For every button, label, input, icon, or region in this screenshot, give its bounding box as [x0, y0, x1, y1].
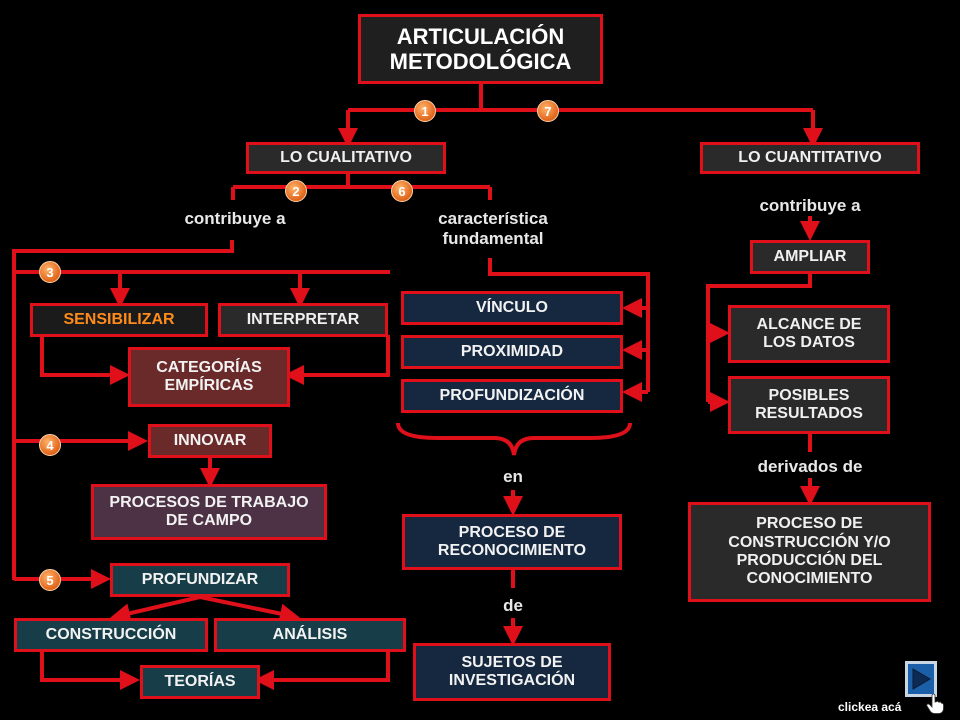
box-profundizacion: PROFUNDIZACIÓN	[401, 379, 623, 413]
box-procesos-campo: PROCESOS DE TRABAJO DE CAMPO	[91, 484, 327, 540]
label-contribuye-right: contribuye a	[759, 196, 861, 215]
box-innovar: INNOVAR	[148, 424, 272, 458]
label-en: en	[503, 467, 523, 486]
box-categorias: CATEGORÍAS EMPÍRICAS	[128, 347, 290, 407]
next-button-icon	[912, 668, 931, 690]
label-de: de	[503, 596, 523, 615]
clickea-label[interactable]: clickea acá	[838, 700, 902, 714]
page-title: ARTICULACIÓN METODOLÓGICA	[389, 23, 572, 74]
box-sensibilizar: SENSIBILIZAR	[30, 303, 208, 337]
badge-7: 7	[537, 100, 559, 122]
box-vinculo: VÍNCULO	[401, 291, 623, 325]
badge-1: 1	[414, 100, 436, 122]
pointing-hand-icon[interactable]	[926, 694, 944, 714]
box-proximidad: PROXIMIDAD	[401, 335, 623, 369]
box-analisis: ANÁLISIS	[214, 618, 406, 652]
label-derivados: derivados de	[757, 457, 863, 476]
box-teorias: TEORÍAS	[140, 665, 260, 699]
box-ampliar: AMPLIAR	[750, 240, 870, 274]
badge-6: 6	[391, 180, 413, 202]
badge-5: 5	[39, 569, 61, 591]
box-construccion-conocimiento: PROCESO DE CONSTRUCCIÓN Y/O PRODUCCIÓN D…	[688, 502, 931, 602]
box-alcance: ALCANCE DE LOS DATOS	[728, 305, 890, 363]
box-reconocimiento: PROCESO DE RECONOCIMIENTO	[402, 514, 622, 570]
badge-2: 2	[285, 180, 307, 202]
badge-4: 4	[39, 434, 61, 456]
box-profundizar: PROFUNDIZAR	[110, 563, 290, 597]
box-construccion: CONSTRUCCIÓN	[14, 618, 208, 652]
box-sujetos: SUJETOS DE INVESTIGACIÓN	[413, 643, 611, 701]
label-caracteristica: característica fundamental	[438, 209, 548, 248]
branch-cuantitativo: LO CUANTITATIVO	[700, 142, 920, 174]
next-slide-button[interactable]	[905, 661, 937, 697]
box-posibles: POSIBLES RESULTADOS	[728, 376, 890, 434]
badge-3: 3	[39, 261, 61, 283]
title-box: ARTICULACIÓN METODOLÓGICA	[358, 14, 603, 84]
box-interpretar: INTERPRETAR	[218, 303, 388, 337]
label-contribuye-left: contribuye a	[184, 209, 286, 228]
branch-cualitativo: LO CUALITATIVO	[246, 142, 446, 174]
